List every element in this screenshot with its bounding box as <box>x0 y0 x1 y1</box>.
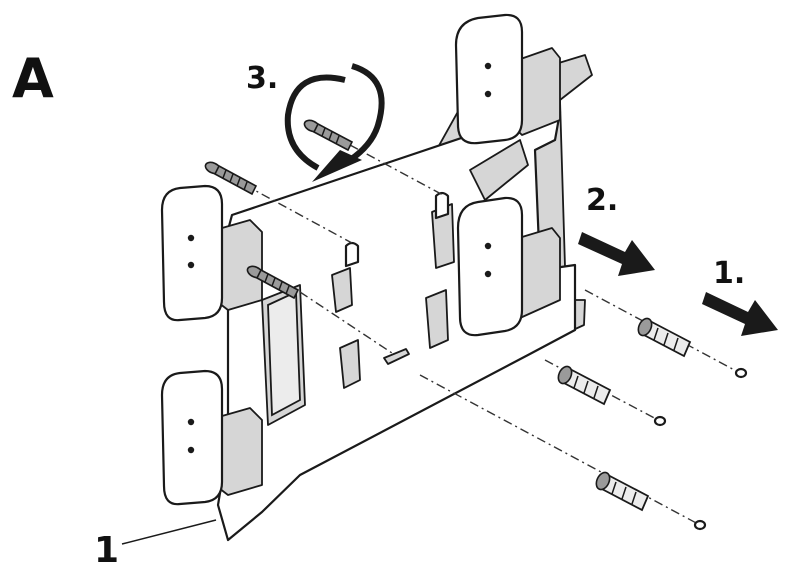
step-label-3: 3. <box>246 61 278 96</box>
mounting-pad-bottom-left <box>160 369 263 506</box>
push-arrow-icon-step-1 <box>702 292 778 336</box>
screw-upper-left <box>204 161 258 196</box>
wall-anchor-middle <box>557 365 667 427</box>
mounting-pad-middle-right <box>456 196 561 337</box>
screw-middle-left <box>246 265 300 300</box>
screw-top-center <box>303 119 354 152</box>
wall-anchor-lower <box>595 471 707 531</box>
part-callout: 1 <box>94 519 217 570</box>
wall-anchor-upper <box>637 317 748 379</box>
rotate-arrow-icon <box>284 63 385 182</box>
hook-clips <box>331 191 455 389</box>
panel-letter: A <box>12 47 54 110</box>
step-label-1: 1. <box>713 256 745 291</box>
push-arrow-icon-step-2 <box>578 232 655 276</box>
mounting-pad-top-right <box>454 13 561 145</box>
step-label-2: 2. <box>586 183 618 218</box>
mounting-pad-top-left <box>160 184 263 322</box>
callout-label-1: 1 <box>94 530 119 570</box>
